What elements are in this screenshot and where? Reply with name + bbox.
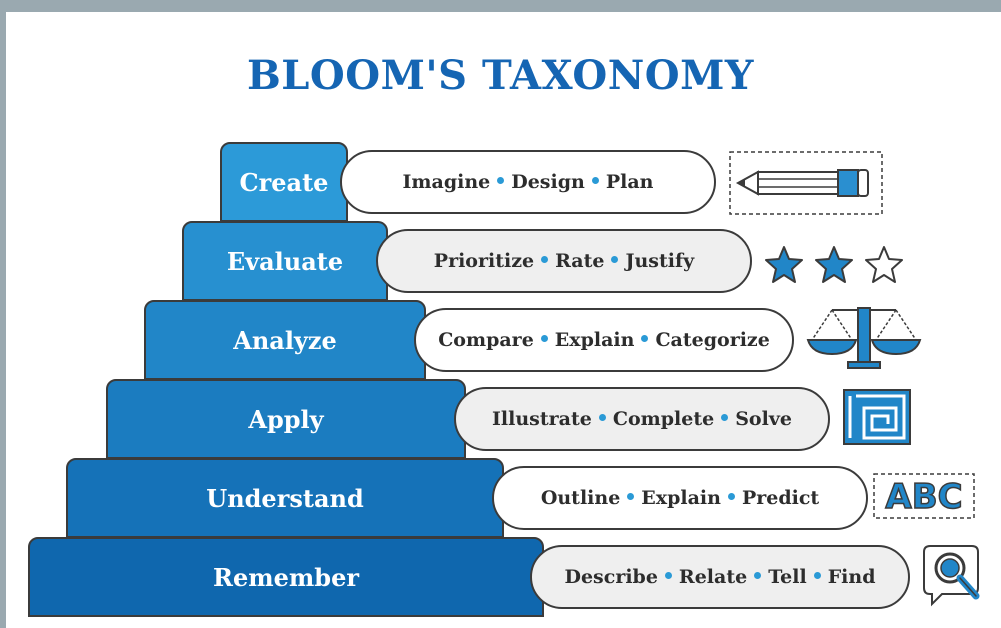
tier-analyze: Analyze: [144, 300, 426, 380]
verb-text: Justify: [625, 250, 695, 272]
bullet-dot: [721, 413, 729, 421]
tier-label: Analyze: [233, 325, 337, 355]
bullet-dot: [598, 413, 606, 421]
tier-label: Create: [239, 167, 329, 197]
verbs-pill-apply: Illustrate Complete Solve: [454, 387, 830, 451]
abc-text: ABC: [885, 477, 962, 517]
verb-text: Outline: [540, 487, 621, 509]
verb-text: Predict: [741, 487, 820, 509]
maze-icon: [843, 389, 911, 445]
verbs-pill-create: Imagine Design Plan: [340, 150, 716, 214]
pencil-icon: [729, 151, 883, 215]
verb-text: Explain: [554, 329, 635, 351]
verb-text: Compare: [438, 329, 534, 351]
bullet-dot: [541, 255, 549, 263]
verb-text: Find: [827, 566, 876, 588]
verbs-pill-understand: Outline Explain Predict: [492, 466, 868, 530]
abc-letters-icon: ABC: [873, 473, 975, 519]
magnifier-icon: [923, 545, 980, 607]
verb-text: Categorize: [655, 329, 770, 351]
verb-text: Relate: [678, 566, 748, 588]
tier-create: Create: [220, 142, 348, 222]
verb-text: Illustrate: [492, 408, 592, 430]
verb-text: Rate: [555, 250, 605, 272]
verb-text: Imagine: [402, 171, 491, 193]
verb-text: Explain: [641, 487, 721, 509]
balance-scale-icon: [806, 307, 922, 369]
stars-icon: [765, 246, 903, 283]
tier-label: Remember: [213, 562, 359, 592]
bullet-dot: [627, 492, 635, 500]
verbs-pill-remember: Describe Relate Tell Find: [530, 545, 910, 609]
tier-remember: Remember: [28, 537, 544, 617]
bullet-dot: [813, 571, 821, 579]
bullet-dot: [540, 334, 548, 342]
tier-apply: Apply: [106, 379, 466, 459]
verb-text: Describe: [564, 566, 658, 588]
verbs-pill-analyze: Compare Explain Categorize: [414, 308, 794, 372]
tier-label: Understand: [206, 483, 364, 513]
tier-label: Apply: [248, 404, 324, 434]
tier-evaluate: Evaluate: [182, 221, 388, 301]
verbs-pill-evaluate: Prioritize Rate Justify: [376, 229, 752, 293]
verb-text: Plan: [605, 171, 654, 193]
bullet-dot: [664, 571, 672, 579]
verb-text: Complete: [612, 408, 715, 430]
bullet-dot: [727, 492, 735, 500]
verb-text: Solve: [735, 408, 792, 430]
tier-understand: Understand: [66, 458, 504, 538]
bullet-dot: [591, 176, 599, 184]
verb-text: Prioritize: [433, 250, 535, 272]
page-title: BLOOM'S TAXONOMY: [247, 52, 754, 99]
bullet-dot: [611, 255, 619, 263]
bullet-dot: [641, 334, 649, 342]
verb-text: Design: [511, 171, 585, 193]
bullet-dot: [497, 176, 505, 184]
verb-text: Tell: [768, 566, 807, 588]
bullet-dot: [754, 571, 762, 579]
tier-label: Evaluate: [226, 246, 344, 276]
